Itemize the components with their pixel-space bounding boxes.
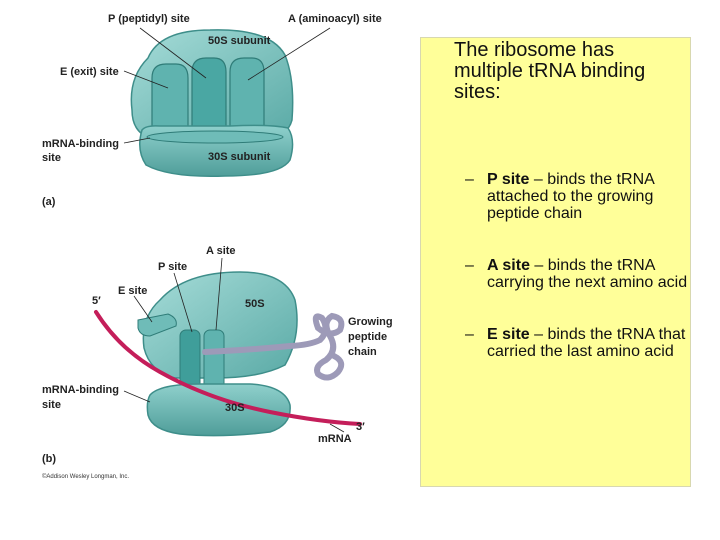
bullet-term: E site — [487, 326, 530, 343]
copyright-text: ©Addison Wesley Longman, Inc. — [42, 473, 129, 480]
mrna-binding-channel — [146, 130, 284, 144]
bullet-dash: – — [465, 171, 474, 188]
label-30s-subunit-a: 30S subunit — [208, 151, 271, 163]
label-mrna-binding-b-line1: mRNA-binding — [42, 384, 119, 396]
bullet-dash: – — [465, 257, 474, 274]
bullet-text: – binds the tRNA attached to the growing… — [487, 171, 654, 222]
e-site-slot — [151, 63, 189, 139]
list-item-e-site: –E site – binds the tRNA that carried th… — [465, 326, 690, 360]
list-item-a-site: –A site – binds the tRNA carrying the ne… — [465, 257, 690, 291]
mrna-strand — [94, 310, 362, 426]
note-panel: The ribosome has multiple tRNA binding s… — [420, 37, 691, 487]
panel-a-diagram: P (peptidyl) site A (aminoacyl) site 50S… — [42, 13, 382, 208]
note-heading: The ribosome has multiple tRNA binding s… — [454, 39, 646, 103]
label-a-site-b: A site — [206, 245, 236, 257]
label-five-prime: 5′ — [92, 295, 101, 307]
label-50s-subunit-a: 50S subunit — [208, 35, 271, 47]
label-a-aminoacyl-site: A (aminoacyl) site — [288, 13, 382, 25]
list-item-p-site: –P site – binds the tRNA attached to the… — [465, 171, 690, 222]
ribosome-figure: P (peptidyl) site A (aminoacyl) site 50S… — [42, 13, 393, 480]
bullet-text: – binds the tRNA carrying the next amino… — [487, 257, 688, 291]
label-mrna-binding-b-line2: site — [42, 399, 61, 411]
label-30s-b: 30S — [225, 402, 245, 414]
label-mrna-binding-a-line2: site — [42, 152, 61, 164]
bullet-text: – binds the tRNA that carried the last a… — [487, 326, 686, 360]
label-growing-line3: chain — [348, 346, 377, 358]
a-site-slot — [229, 57, 265, 139]
e-site-trna — [137, 313, 177, 337]
label-growing-line1: Growing — [348, 316, 393, 328]
label-panel-b: (b) — [42, 453, 56, 465]
growing-peptide-chain — [202, 312, 345, 381]
label-mrna-binding-a-line1: mRNA-binding — [42, 138, 119, 150]
p-site-trna-b — [179, 329, 201, 391]
bullet-term: P site — [487, 171, 530, 188]
label-panel-a: (a) — [42, 196, 56, 208]
bullet-dash: – — [465, 326, 474, 343]
label-50s-b: 50S — [245, 298, 265, 310]
label-p-site-b: P site — [158, 261, 187, 273]
small-subunit-b — [146, 383, 291, 437]
a-site-trna-b — [203, 329, 225, 391]
label-e-site-b: E site — [118, 285, 147, 297]
label-mrna: mRNA — [318, 433, 352, 445]
label-p-peptidyl-site: P (peptidyl) site — [108, 13, 190, 25]
bullet-term: A site — [487, 257, 530, 274]
panel-b-diagram: A site P site E site 5′ 50S Growing pept… — [42, 245, 393, 480]
label-growing-line2: peptide — [348, 331, 387, 343]
label-e-exit-site: E (exit) site — [60, 66, 119, 78]
label-three-prime: 3′ — [356, 421, 365, 433]
p-site-slot — [191, 57, 227, 139]
tRNA-site-list: –P site – binds the tRNA attached to the… — [465, 171, 690, 395]
